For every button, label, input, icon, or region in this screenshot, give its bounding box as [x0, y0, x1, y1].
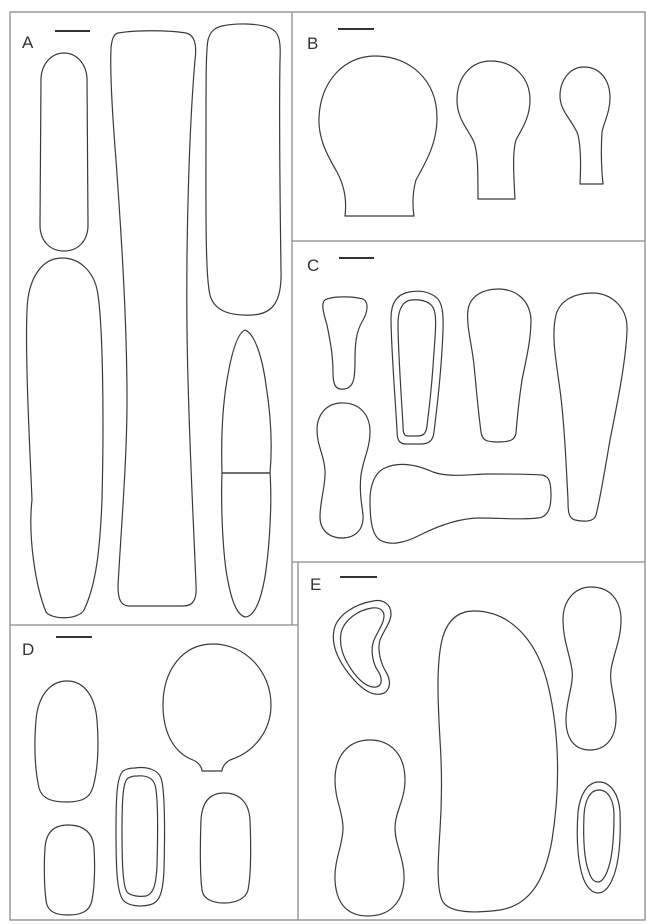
panel-label-b: B: [307, 34, 318, 53]
grain-outline-a4: [27, 258, 103, 618]
grain-outline-b1: [319, 56, 437, 216]
grain-outline-c3: [468, 289, 531, 442]
grain-outline-d4: [44, 825, 94, 915]
grain-outline-d3-inner: [122, 776, 158, 897]
panel-b: B: [307, 29, 610, 216]
grain-outline-a1: [40, 53, 88, 251]
grain-outline-e5-inner: [584, 790, 614, 882]
panel-label-a: A: [22, 33, 34, 52]
grain-outline-d1: [35, 681, 98, 802]
grain-outline-a5-upper: [222, 330, 272, 473]
grain-outline-e3: [563, 587, 621, 750]
grain-outline-c6: [370, 465, 551, 544]
grain-outline-a2: [111, 31, 196, 606]
panel-c: C: [307, 256, 627, 543]
grain-outline-d5: [200, 793, 250, 903]
outer-frame: [10, 12, 645, 920]
grain-outline-e2: [438, 611, 558, 912]
grain-outline-b2: [457, 61, 530, 199]
panel-d: D: [22, 637, 271, 915]
grain-outline-a3: [206, 24, 281, 315]
grain-outline-e1-inner: [340, 608, 384, 687]
panel-e: E: [310, 575, 621, 916]
grain-outline-c2-inner: [398, 300, 436, 436]
panel-label-c: C: [307, 256, 319, 275]
grain-outline-c1: [323, 297, 367, 389]
panel-frames: [10, 12, 645, 920]
grain-outline-c5: [317, 403, 370, 538]
panel-label-d: D: [22, 640, 34, 659]
grain-outline-a5-lower: [222, 473, 271, 617]
grain-outline-e4: [335, 740, 405, 916]
grain-outline-c4: [554, 293, 627, 521]
grain-outline-b3: [560, 67, 610, 184]
grain-outline-d2: [163, 644, 271, 771]
panel-a: A: [22, 24, 281, 618]
panel-label-e: E: [310, 575, 321, 594]
